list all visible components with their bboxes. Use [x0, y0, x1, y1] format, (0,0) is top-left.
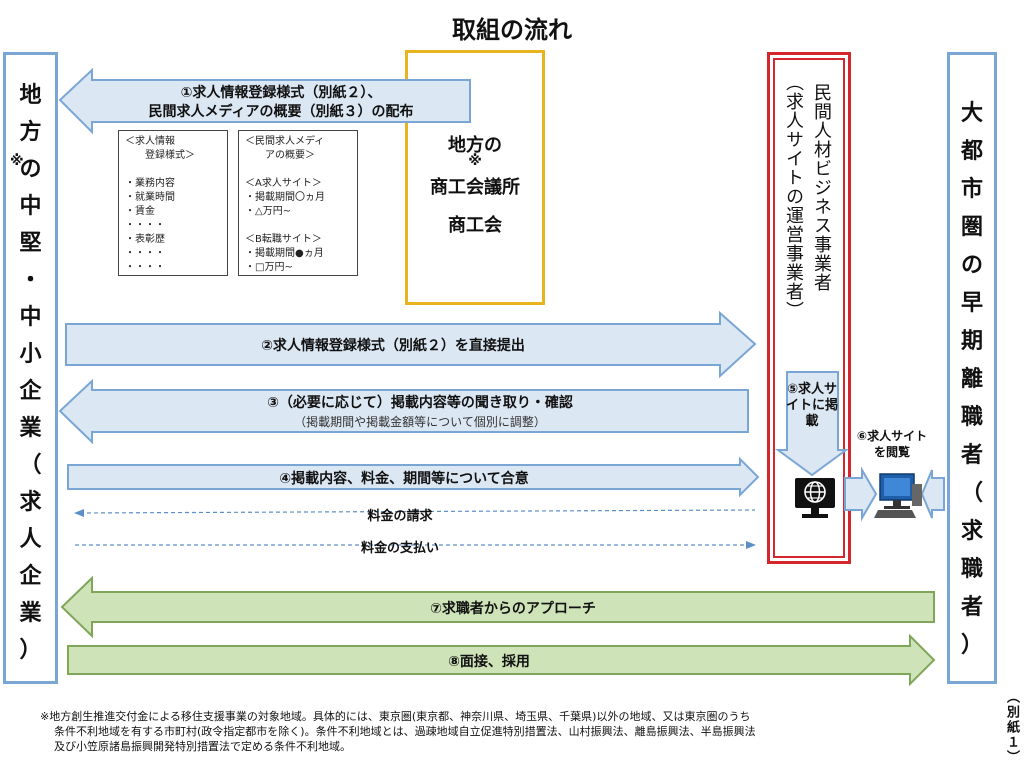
step1-label-line2: 民間求人メディアの概要（別紙３）の配布: [148, 104, 414, 120]
chamber-note-mark: ※: [468, 153, 482, 169]
arrow-step7: [60, 575, 935, 639]
right-char: 職: [960, 405, 983, 430]
doc-line: ・賃金: [125, 206, 155, 217]
left-char: 中: [19, 305, 42, 330]
doc-line: ・・・・: [125, 262, 165, 273]
arrow-step4: [67, 456, 760, 498]
media-overview-doc: ＜民間求人メディ アの概要＞ ＜A求人サイト＞ ・掲載期間〇ヵ月・△万円~ ＜B転…: [238, 130, 358, 276]
chamber-line2: 商工会議所: [430, 177, 520, 198]
step2-label: ②求人情報登録様式（別紙２）を直接提出: [261, 338, 525, 354]
right-char: の: [960, 253, 983, 278]
chamber-line3: 商工会: [448, 215, 502, 236]
pc-icon: [874, 473, 922, 518]
doc-line: ・□万円~: [245, 262, 293, 273]
right-char: （: [960, 481, 983, 506]
step8-label: ⑧面接、採用: [448, 654, 530, 670]
arrow-step5: [774, 371, 850, 477]
step4-label: ④掲載内容、料金、期間等について合意: [279, 471, 529, 487]
right-char: 都: [960, 139, 983, 164]
attachment-label: （別紙１）: [1004, 690, 1019, 765]
right-char: 期: [960, 329, 983, 354]
left-char: 方: [19, 120, 42, 145]
right-char: 市: [960, 177, 983, 202]
business-operator-sub: （求人サイトの運営事業者）: [783, 73, 804, 320]
left-char: 中: [19, 194, 42, 219]
job-seeker-label: 大都市圏の早期離職者（求職者）: [950, 95, 994, 665]
arrow-step2: [65, 310, 757, 379]
job-seeker-box: 大都市圏の早期離職者（求職者）: [947, 52, 997, 684]
arrow-step3: [58, 378, 749, 445]
step6-label: ⑥求人サイトを閲覧: [856, 429, 928, 459]
local-company-label: 地方の中堅・中小企業（求人企業）: [6, 77, 55, 669]
page-title: 取組の流れ: [452, 16, 572, 44]
left-char: 業: [19, 416, 42, 441]
right-char: 者: [960, 595, 983, 620]
left-char: ・: [19, 268, 42, 293]
left-char: 企: [19, 564, 42, 589]
step3-sublabel: （掲載期間や掲載金額等について個別に調整）: [294, 415, 546, 429]
web-monitor-icon: [795, 478, 835, 518]
doc-line: ・表彰歴: [125, 234, 165, 245]
left-char: 人: [19, 527, 42, 552]
doc-line: ＜A求人サイト＞: [245, 178, 322, 189]
footnote-line1: ※地方創生推進交付金による移住支援事業の対象地域。具体的には、東京圏(東京都、神…: [40, 710, 751, 723]
step3-label: ③（必要に応じて）掲載内容等の聞き取り・確認: [267, 395, 573, 411]
doc-line: アの概要＞: [245, 150, 315, 161]
left-char: 地: [19, 83, 42, 108]
doc-line: ・・・・: [125, 248, 165, 259]
right-char: ）: [960, 633, 983, 658]
step5-label: ⑤求人サイトに掲載: [785, 382, 838, 429]
doc-line: ＜求人情報: [125, 136, 175, 147]
job-info-form-doc: ＜求人情報 登録様式＞ ・業務内容・就業時間・賃金・・・・・表彰歴・・・・・・・…: [118, 130, 228, 276]
right-char: 早: [960, 291, 983, 316]
chamber-line1: 地方の: [448, 135, 502, 156]
doc-line: ・掲載期間●ヵ月: [245, 248, 324, 259]
doc-line: ・掲載期間〇ヵ月: [245, 192, 325, 203]
right-char: 大: [960, 101, 983, 126]
arrow-seeker: [920, 469, 945, 519]
doc-line: ＜B転職サイト＞: [245, 234, 322, 245]
right-char: 圏: [960, 215, 983, 240]
left-char: 求: [19, 490, 42, 515]
doc-line: ＜民間求人メディ: [245, 136, 325, 147]
payment-label: 料金の支払い: [360, 541, 439, 556]
doc-line: ・業務内容: [125, 178, 175, 189]
left-char: 堅: [19, 231, 42, 256]
left-char: （: [19, 453, 42, 478]
payment-arrowhead: [746, 541, 756, 549]
step1-label-line1: ①求人情報登録様式（別紙２）、: [180, 85, 382, 101]
left-char: 業: [19, 601, 42, 626]
footnote-line2: 条件不利地域を有する市町村(政令指定都市を除く)。条件不利地域とは、過疎地域自立…: [54, 725, 756, 738]
arrow-step8: [67, 633, 936, 687]
billing-arrowhead: [74, 509, 84, 517]
footnote: ※地方創生推進交付金による移住支援事業の対象地域。具体的には、東京圏(東京都、神…: [40, 709, 990, 754]
right-char: 離: [960, 367, 983, 392]
local-company-box: 地方の中堅・中小企業（求人企業） ※: [3, 52, 58, 684]
left-char: の: [19, 157, 42, 182]
step7-label: ⑦求職者からのアプローチ: [430, 601, 596, 617]
right-char: 求: [960, 519, 983, 544]
arrow-step6: [844, 466, 878, 522]
left-note-mark: ※: [10, 153, 24, 169]
doc-line: 登録様式＞: [125, 150, 195, 161]
doc-line: ・・・・: [125, 220, 165, 231]
right-char: 職: [960, 557, 983, 582]
chamber-of-commerce-box: 地方の ※ 商工会議所 商工会: [405, 50, 545, 305]
left-char: ）: [19, 638, 42, 663]
doc-line: ・就業時間: [125, 192, 175, 203]
billing-line: [79, 509, 756, 514]
doc-line: ・△万円~: [245, 206, 292, 217]
arrow-step1: [58, 67, 471, 135]
footnote-line3: 及び小笠原諸島振興開発特別措置法で定める条件不利地域。: [54, 740, 351, 753]
business-operator-label: 民間人材ビジネス事業者: [811, 83, 832, 292]
left-char: 企: [19, 379, 42, 404]
right-char: 者: [960, 443, 983, 468]
left-char: 小: [19, 342, 42, 367]
business-operator-box: 民間人材ビジネス事業者 （求人サイトの運営事業者）: [767, 52, 851, 564]
billing-label: 料金の請求: [367, 509, 433, 524]
